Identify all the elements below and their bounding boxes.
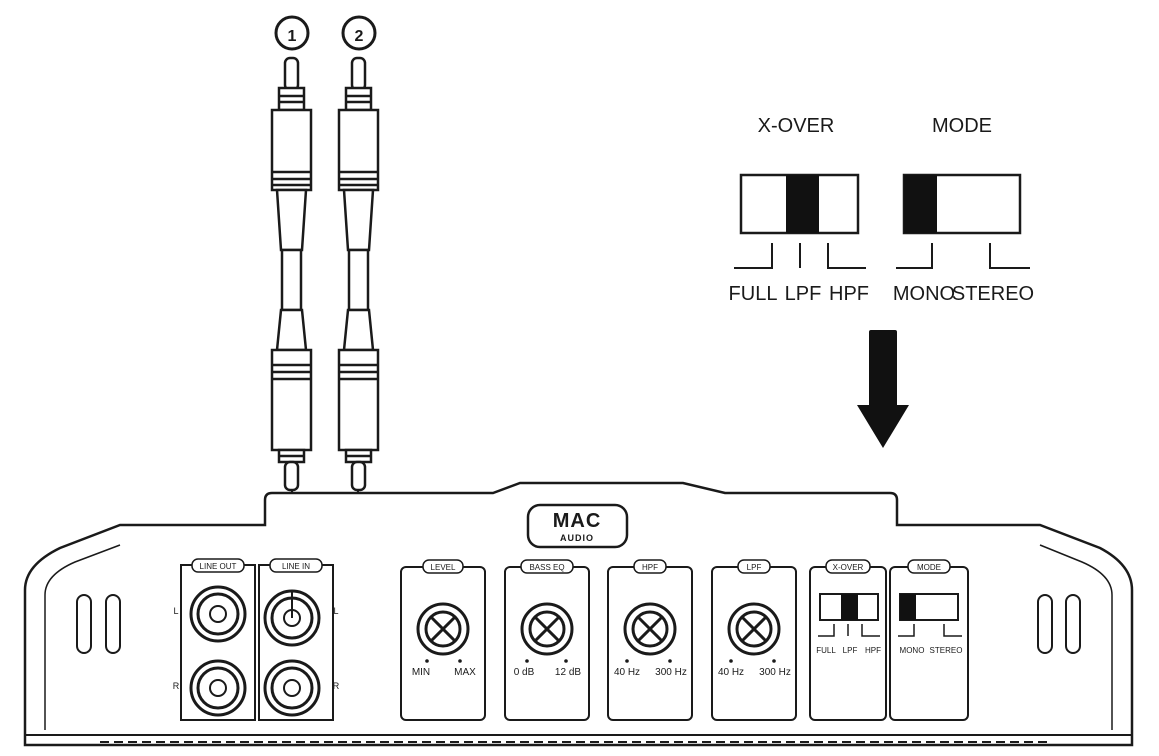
lpf-knob[interactable]	[727, 602, 781, 656]
amp-mode-label: MODE	[917, 563, 941, 572]
vent-slots-left	[76, 594, 121, 654]
level-max-label: MAX	[454, 667, 476, 678]
amp-xover-option-hpf: HPF	[865, 646, 881, 655]
xover-switch-detail: X-OVER FULL LPF HPF	[729, 115, 869, 305]
amp-xover-option-full: FULL	[816, 646, 836, 655]
lpf-label: LPF	[747, 563, 762, 572]
amp-xover-panel: X-OVER FULL LPF HPF	[809, 559, 887, 721]
brand-logo: MAC AUDIO	[526, 503, 629, 549]
callout-1: 1	[274, 15, 310, 51]
mode-option-stereo: STEREO	[952, 283, 1034, 305]
hpf-min-label: 40 Hz	[614, 667, 640, 678]
xover-switch-knob	[786, 175, 819, 233]
hpf-knob[interactable]	[623, 602, 677, 656]
vent-slots-right	[1037, 594, 1081, 654]
bass-eq-knob[interactable]	[520, 602, 574, 656]
line-out-panel: LINE OUT L R	[173, 558, 256, 721]
bass-eq-max-label: 12 dB	[555, 667, 581, 678]
level-panel: LEVEL MIN MAX	[400, 559, 486, 721]
bass-eq-min-label: 0 dB	[514, 667, 535, 678]
amp-mode-option-stereo: STEREO	[930, 646, 963, 655]
brand-text-mac: MAC	[553, 510, 602, 532]
line-in-label: LINE IN	[282, 562, 310, 571]
line-in-left-label: L	[333, 606, 338, 616]
hpf-max-label: 300 Hz	[655, 667, 687, 678]
xover-option-lpf: LPF	[785, 283, 822, 305]
lpf-min-label: 40 Hz	[718, 667, 744, 678]
amp-mode-switch-knob	[900, 594, 916, 620]
mode-title: MODE	[932, 115, 992, 137]
xover-title: X-OVER	[758, 115, 835, 137]
level-label: LEVEL	[431, 563, 456, 572]
amp-mode-option-mono: MONO	[900, 646, 925, 655]
callout-2: 2	[341, 15, 377, 51]
line-out-right-label: R	[173, 681, 180, 691]
callout-1-text: 1	[288, 28, 297, 45]
rca-cable-1	[270, 56, 313, 618]
bass-eq-label: BASS EQ	[529, 563, 564, 572]
mode-switch-detail: MODE MONO STEREO	[893, 115, 1034, 305]
line-in-right-label: R	[333, 681, 340, 691]
hpf-panel: HPF 40 Hz 300 Hz	[607, 559, 693, 721]
level-knob[interactable]	[416, 602, 470, 656]
line-out-left-jack[interactable]	[189, 585, 247, 643]
level-min-label: MIN	[412, 667, 430, 678]
xover-option-hpf: HPF	[829, 283, 869, 305]
hpf-label: HPF	[642, 563, 658, 572]
callout-2-text: 2	[355, 28, 364, 45]
line-out-label: LINE OUT	[200, 562, 237, 571]
mode-option-mono: MONO	[893, 283, 955, 305]
line-out-left-label: L	[173, 606, 178, 616]
bass-eq-panel: BASS EQ 0 dB 12 dB	[504, 559, 590, 721]
amp-mode-panel: MODE MONO STEREO	[889, 559, 969, 721]
amp-xover-option-lpf: LPF	[843, 646, 858, 655]
mode-switch-knob	[904, 175, 937, 233]
down-arrow-icon	[857, 330, 909, 448]
lpf-panel: LPF 40 Hz 300 Hz	[711, 559, 797, 721]
line-in-right-jack[interactable]	[263, 659, 321, 717]
xover-option-full: FULL	[729, 283, 778, 305]
amp-xover-switch-knob	[841, 594, 858, 620]
lpf-max-label: 300 Hz	[759, 667, 791, 678]
line-out-right-jack[interactable]	[189, 659, 247, 717]
amp-xover-label: X-OVER	[833, 563, 864, 572]
line-in-panel: LINE IN L R	[258, 558, 340, 721]
brand-text-audio: AUDIO	[560, 533, 594, 543]
